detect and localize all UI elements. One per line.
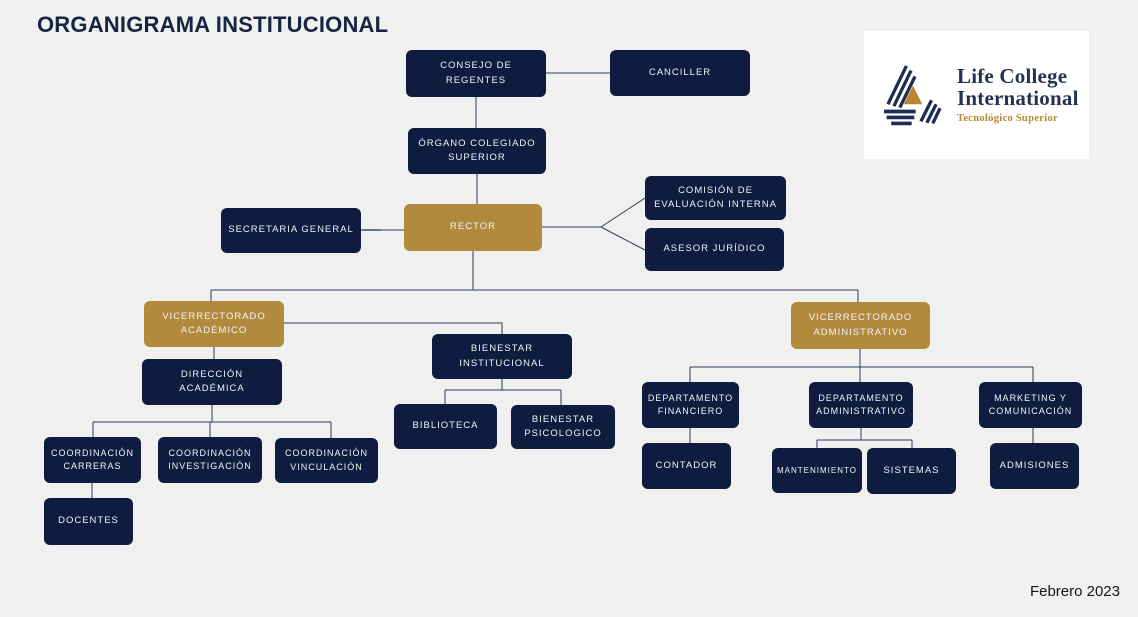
org-node-bienestar-psicologico: BIENESTAR PSICOLOGICO: [511, 405, 615, 449]
connector-line: [600, 197, 646, 228]
org-node-docentes: DOCENTES: [44, 498, 133, 545]
org-node-contador: CONTADOR: [642, 443, 731, 489]
logo-card: Life College International Tecnológico S…: [864, 31, 1089, 159]
org-node-canciller: CANCILLER: [610, 50, 750, 96]
org-node-coordinacion-carreras: COORDINACIÓN CARRERAS: [44, 437, 141, 483]
page-title: ORGANIGRAMA INSTITUCIONAL: [37, 12, 389, 37]
date-label: Febrero 2023: [1029, 583, 1120, 600]
org-node-departamento-financiero: DEPARTAMENTO FINANCIERO: [642, 382, 739, 428]
org-node-direccion-academica: DIRECCIÓN ACADÉMICA: [142, 359, 282, 405]
org-node-consejo-de-regentes: CONSEJO DE REGENTES: [406, 50, 546, 97]
org-node-admisiones: ADMISIONES: [990, 443, 1079, 489]
org-node-mantenimiento: MANTENIMIENTO: [772, 448, 862, 493]
org-node-departamento-administrativo: DEPARTAMENTO ADMINISTRATIVO: [809, 382, 913, 428]
logo-tagline: Tecnológico Superior: [957, 112, 1058, 124]
logo-name-line1: Life College: [957, 64, 1068, 89]
org-node-vicerrectorado-administrativo: VICERRECTORADO ADMINISTRATIVO: [791, 302, 930, 349]
org-node-rector: RECTOR: [404, 204, 542, 251]
org-node-marketing-comunicacion: MARKETING Y COMUNICACIÓN: [979, 382, 1082, 428]
connector-line: [600, 226, 646, 251]
org-node-bienestar-institucional: BIENESTAR INSTITUCIONAL: [432, 334, 572, 379]
logo-name-line2: International: [957, 85, 1079, 110]
org-node-sistemas: SISTEMAS: [867, 448, 956, 494]
org-node-vicerrectorado-academico: VICERRECTORADO ACADÉMICO: [144, 301, 284, 347]
org-node-secretaria-general: SECRETARIA GENERAL: [221, 208, 361, 253]
connector-line: [284, 322, 503, 334]
life-college-logo-icon: [883, 65, 942, 126]
org-node-asesor-juridico: ASESOR JURÍDICO: [645, 228, 784, 271]
org-node-biblioteca: BIBLIOTECA: [394, 404, 497, 449]
org-node-coordinacion-vinculacion: COORDINACIÓN VINCULACIÓN: [275, 438, 378, 483]
org-node-comision-evaluacion-interna: COMISIÓN DE EVALUACIÓN INTERNA: [645, 176, 786, 220]
logo-text: Life College International Tecnológico S…: [957, 64, 1079, 124]
org-node-coordinacion-investigacion: COORDINACIÓN INVESTIGACIÓN: [158, 437, 262, 483]
org-node-organo-colegiado-superior: ÓRGANO COLEGIADO SUPERIOR: [408, 128, 546, 174]
